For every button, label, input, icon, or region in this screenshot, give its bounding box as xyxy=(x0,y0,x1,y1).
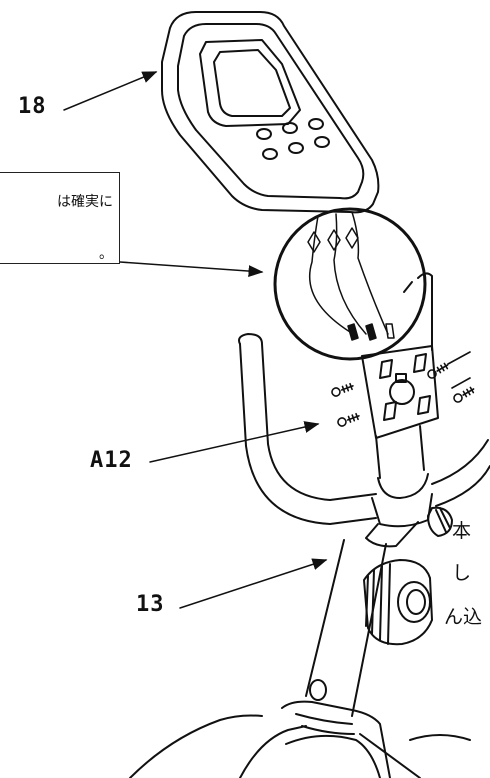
leader-arrow-console xyxy=(63,71,158,111)
leader-arrow-bracket xyxy=(149,421,320,463)
console-button xyxy=(288,142,304,154)
callout-text-line1: は確実に xyxy=(57,194,113,210)
adjustment-knob xyxy=(363,559,433,646)
console-button xyxy=(256,128,272,140)
side-text-line3: ん込 xyxy=(444,606,483,628)
leader-arrow-callout xyxy=(119,261,264,278)
handlebar-post-main xyxy=(305,425,433,717)
console-button xyxy=(314,136,330,148)
side-text-line1: 本 xyxy=(452,520,472,542)
handlebar xyxy=(238,333,490,525)
instruction-callout: は確実に 。 xyxy=(0,172,120,264)
callout-text-line2: 。 xyxy=(99,246,113,262)
bike-frame-base xyxy=(129,700,471,778)
console-screen xyxy=(213,49,291,117)
console-button xyxy=(308,118,324,130)
console-screen-frame xyxy=(199,39,301,127)
console-button xyxy=(262,148,278,160)
label-bracket: A12 xyxy=(90,448,133,473)
label-post: 13 xyxy=(136,592,165,617)
leader-arrow-post xyxy=(179,558,328,609)
console-cables xyxy=(307,211,395,341)
console-button xyxy=(282,122,298,134)
handlebar-post-upper xyxy=(403,272,433,351)
screws xyxy=(331,351,475,427)
mounting-bracket xyxy=(361,345,439,439)
side-text-line2: し xyxy=(452,562,472,584)
cable-connection-highlight xyxy=(273,207,427,361)
label-console: 18 xyxy=(18,94,47,119)
console-display-unit xyxy=(161,11,380,214)
tension-knob-small xyxy=(427,506,453,537)
